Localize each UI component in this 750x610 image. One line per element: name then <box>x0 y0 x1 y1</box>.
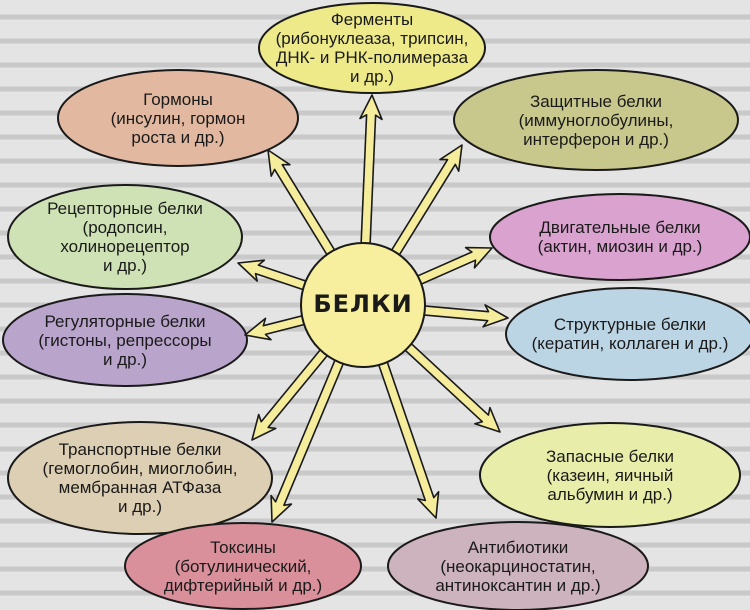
arrow-to-toxins-icon <box>270 339 353 523</box>
node-storage-ellipse <box>479 422 741 528</box>
node-motor-ellipse <box>489 193 750 281</box>
node-antibiotics-ellipse <box>387 521 649 610</box>
node-hormones-ellipse <box>57 69 299 167</box>
arrow-to-antibiotics-icon <box>370 340 440 519</box>
center-circle <box>300 242 426 368</box>
node-structural-ellipse <box>505 287 750 381</box>
node-regulatory-ellipse <box>2 293 248 387</box>
node-transport-ellipse <box>7 421 273 535</box>
arrows-group <box>237 94 509 523</box>
arrow-to-enzymes-icon <box>359 94 383 267</box>
node-toxins-ellipse <box>124 522 362 610</box>
node-enzymes-ellipse <box>258 2 486 94</box>
node-protective-ellipse <box>453 69 739 171</box>
node-receptor-ellipse <box>7 184 243 290</box>
center-label: БЕЛКИ <box>313 290 413 318</box>
